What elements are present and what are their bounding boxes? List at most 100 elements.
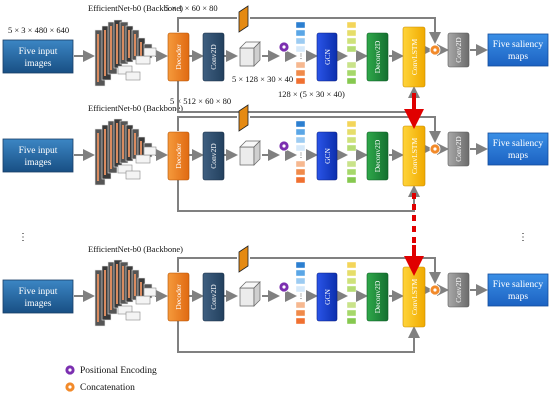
backbone-layer-accent [140, 141, 142, 155]
token-cell [295, 168, 306, 176]
input-images-label-1: Five input [19, 287, 58, 297]
conv2d-final-label: Conv2D [454, 277, 463, 303]
conv2d-final-block [447, 131, 470, 167]
output-saliency-block [487, 132, 549, 166]
backbone-layer-accent [140, 42, 142, 56]
input-images-label-2: images [25, 59, 52, 69]
token-cell [295, 69, 306, 77]
feature-map-block [135, 154, 151, 164]
input-dims-label: 5 × 3 × 480 × 640 [8, 25, 69, 35]
row-ellipsis-right: ⋮ [518, 232, 528, 243]
feature-map-block [143, 287, 157, 297]
conv-out-dims-label: 5 × 128 × 30 × 40 [232, 74, 293, 84]
row-ellipsis-left: ⋮ [18, 232, 28, 243]
token-cell [346, 21, 357, 29]
backbone-layer-accent [122, 26, 124, 60]
pipeline-row-2: ftFive inputimagesDecoderConv2D⋮GCNDecon… [2, 104, 549, 212]
decoder-block [167, 32, 190, 82]
skip-feature-strip [238, 104, 249, 132]
backbone-layer-accent [116, 24, 118, 64]
backbone-layer-accent [116, 123, 118, 163]
token-cell [346, 261, 357, 269]
decoder-label: Decoder [174, 143, 183, 169]
gcn-block [316, 272, 338, 322]
feature-cube [239, 41, 261, 67]
conv2d-block [202, 32, 225, 82]
conv2d-final-block [447, 272, 470, 308]
token-cell [346, 285, 357, 293]
efficientnet-backbone [94, 259, 157, 327]
skip-feature-strip [238, 5, 249, 33]
backbone-layer-accent [134, 133, 136, 155]
conv2d-label: Conv2D [209, 284, 218, 310]
feature-map-block [125, 311, 141, 321]
conv2d-final-label: Conv2D [454, 37, 463, 63]
conv2d-final-block [447, 32, 470, 68]
legend-concat-label: Concatenation [80, 383, 135, 393]
input-images-label-1: Five input [19, 47, 58, 57]
backbone-layer-accent [97, 274, 99, 322]
backbone-layer-accent [104, 129, 106, 175]
token-cell [346, 77, 357, 85]
token-cell [295, 176, 306, 184]
backbone-layer-accent [128, 30, 130, 58]
backbone-layer-accent [122, 125, 124, 159]
feature-map-block [117, 164, 133, 174]
feature-map-block [135, 55, 151, 65]
token-cell [295, 309, 306, 317]
gcn-label: GCN [323, 289, 332, 305]
efficientnet-backbone [94, 118, 157, 186]
legend: Positional Encoding Concatenation [64, 364, 157, 393]
input-images-label-1: Five input [19, 146, 58, 156]
gcn-out-dims-label: 128 × (5 × 30 × 40) [278, 89, 345, 99]
skip-path-small [177, 257, 237, 272]
skip-path-small-out [250, 257, 441, 284]
token-cell [295, 120, 306, 128]
output-label-2: maps [508, 151, 528, 161]
token-cell [346, 120, 357, 128]
token-dots: ⋮ [298, 54, 304, 60]
feature-map-block [117, 65, 133, 75]
deconv2d-label: Deconv2D [373, 139, 382, 172]
conv2d-label: Conv2D [209, 143, 218, 169]
token-cell [346, 37, 357, 45]
input-images-label-2: images [25, 299, 52, 309]
deconv2d-label: Deconv2D [373, 40, 382, 73]
output-label-1: Five saliency [493, 280, 544, 290]
token-cell [295, 136, 306, 144]
backbone-layer-accent [110, 125, 112, 169]
token-cell [346, 269, 357, 277]
deconv2d-block [366, 131, 389, 181]
token-cell [346, 277, 357, 285]
backbone-layer-accent [134, 34, 136, 56]
token-cell [346, 144, 357, 152]
input-images-label-2: images [25, 158, 52, 168]
token-cell [295, 269, 306, 277]
token-cell [295, 160, 306, 168]
output-label-2: maps [508, 292, 528, 302]
token-cell [346, 301, 357, 309]
token-cell [295, 285, 306, 293]
skip-path-small-out [250, 116, 441, 143]
token-cell [346, 168, 357, 176]
efficientnet-backbone [94, 19, 157, 87]
token-cell [295, 45, 306, 53]
token-dots: ⋮ [298, 153, 304, 159]
token-cell [346, 176, 357, 184]
convlstm-label: ConvLSTM [410, 39, 419, 76]
gcn-block [316, 131, 338, 181]
token-cell [295, 29, 306, 37]
convlstm-block [402, 26, 426, 88]
feature-cube [239, 140, 261, 166]
output-label-1: Five saliency [493, 40, 544, 50]
decoder-label: Decoder [174, 284, 183, 310]
skip-path-small-out [250, 17, 441, 44]
legend-positional-label: Positional Encoding [80, 366, 157, 376]
input-images-block [2, 39, 74, 74]
token-cell [346, 45, 357, 53]
feature-cube [239, 281, 261, 307]
token-cell [295, 301, 306, 309]
token-cell [346, 136, 357, 144]
token-cell [346, 309, 357, 317]
gcn-label: GCN [323, 148, 332, 164]
